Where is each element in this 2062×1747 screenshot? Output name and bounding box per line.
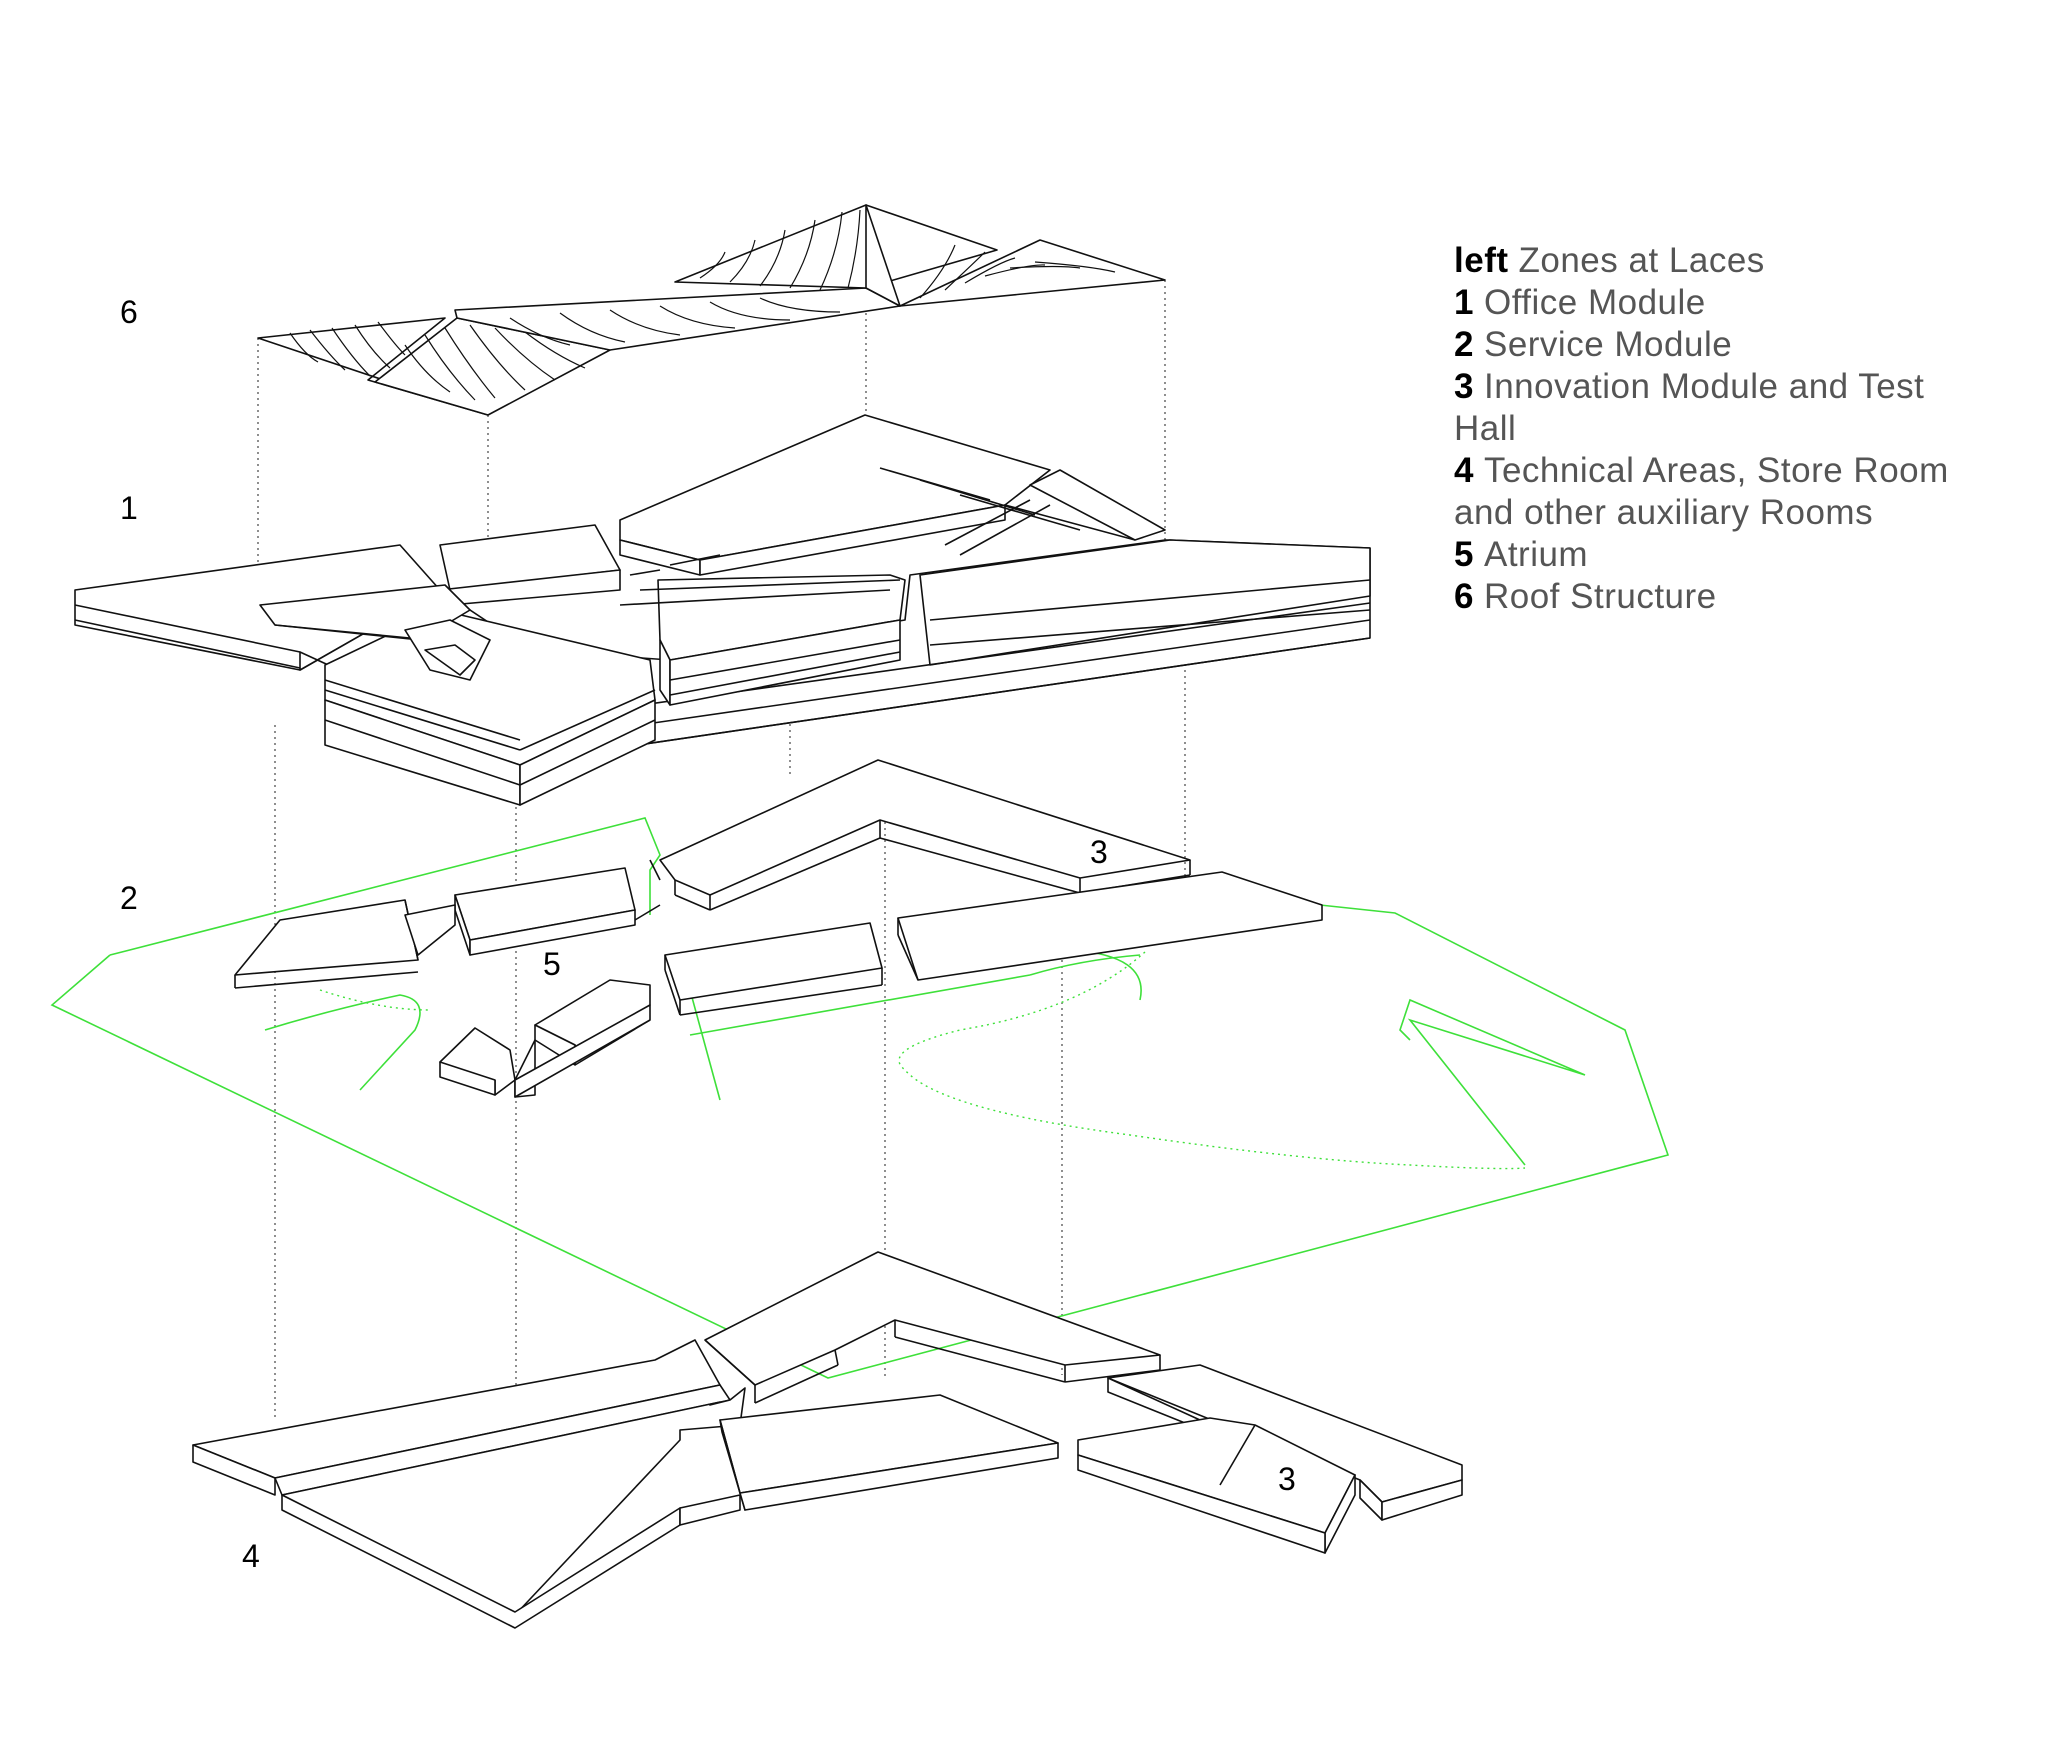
legend-item-text: Roof Structure xyxy=(1483,577,1717,616)
roof-ribs xyxy=(289,209,1116,401)
office-module xyxy=(74,414,1371,806)
label-service-module: 2 xyxy=(120,880,138,916)
legend-item-number: 2 xyxy=(1454,325,1474,364)
label-innovation-upper: 3 xyxy=(1090,834,1108,870)
legend-title-bold: left xyxy=(1454,241,1509,280)
legend-item-text: Office Module xyxy=(1483,283,1706,322)
legend-item-text: Technical Areas, Store Room and other au… xyxy=(1454,451,1949,532)
legend-item-number: 5 xyxy=(1454,535,1474,574)
legend-item-text: Atrium xyxy=(1483,535,1589,574)
legend-item-number: 3 xyxy=(1454,367,1474,406)
technical-areas xyxy=(192,1251,1463,1629)
service-module xyxy=(234,759,1323,1098)
label-innovation-lower: 3 xyxy=(1278,1461,1296,1497)
roof-structure xyxy=(257,204,1166,416)
legend-item-text: Service Module xyxy=(1483,325,1733,364)
legend-item-number: 1 xyxy=(1454,283,1474,322)
legend-item-number: 6 xyxy=(1454,577,1474,616)
legend-item-number: 4 xyxy=(1454,451,1474,490)
label-atrium: 5 xyxy=(543,946,561,982)
label-roof-structure: 6 xyxy=(120,294,138,330)
legend-title-text: Zones at Laces xyxy=(1518,241,1765,280)
legend-item-text: Innovation Module and Test Hall xyxy=(1454,367,1925,448)
label-office-module: 1 xyxy=(120,490,138,526)
label-technical-areas: 4 xyxy=(242,1538,260,1574)
